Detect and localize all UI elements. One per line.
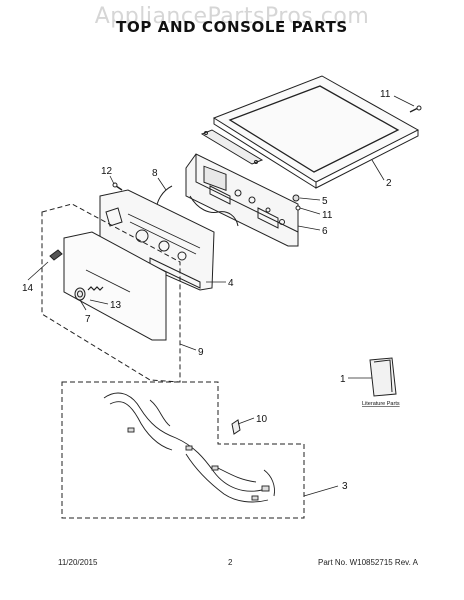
top-panel <box>212 75 420 189</box>
hinge-strip <box>200 129 264 165</box>
spring-icon <box>87 286 104 291</box>
footer-date: 11/20/2015 <box>58 558 98 567</box>
callout-3: 3 <box>342 481 348 492</box>
wire-harness <box>103 392 275 503</box>
footer-page-number: 2 <box>228 558 233 567</box>
leader-lines <box>27 95 415 497</box>
console-bracket <box>185 153 299 247</box>
literature-parts-label: Literature Parts <box>362 401 400 407</box>
callout-11: 11 <box>380 89 391 100</box>
callout-1: 1 <box>340 374 346 385</box>
knob-icon <box>74 287 86 301</box>
callout-13: 13 <box>110 300 122 311</box>
footer-part-number: Part No. W10852715 Rev. A <box>318 558 418 567</box>
callout-8: 8 <box>152 168 158 179</box>
callout-12: 12 <box>101 166 113 177</box>
literature-book <box>369 357 397 397</box>
latch-icon <box>49 249 63 261</box>
overlay-panel <box>63 231 167 341</box>
callout-4: 4 <box>228 278 234 289</box>
callout-5: 5 <box>322 196 328 207</box>
callout-6: 6 <box>322 226 328 237</box>
callout-7: 7 <box>85 314 91 325</box>
page-title: TOP AND CONSOLE PARTS <box>116 18 348 36</box>
harness-outline <box>61 381 305 519</box>
screw-icon <box>409 105 422 113</box>
callout-10: 10 <box>256 414 268 425</box>
callout-11: 11 <box>322 210 333 221</box>
callout-9: 9 <box>198 347 204 358</box>
callout-14: 14 <box>22 283 34 294</box>
screw-icon <box>112 182 123 191</box>
sensor-icon <box>231 419 241 435</box>
callout-2: 2 <box>386 178 392 189</box>
overlay-outline <box>41 203 181 383</box>
